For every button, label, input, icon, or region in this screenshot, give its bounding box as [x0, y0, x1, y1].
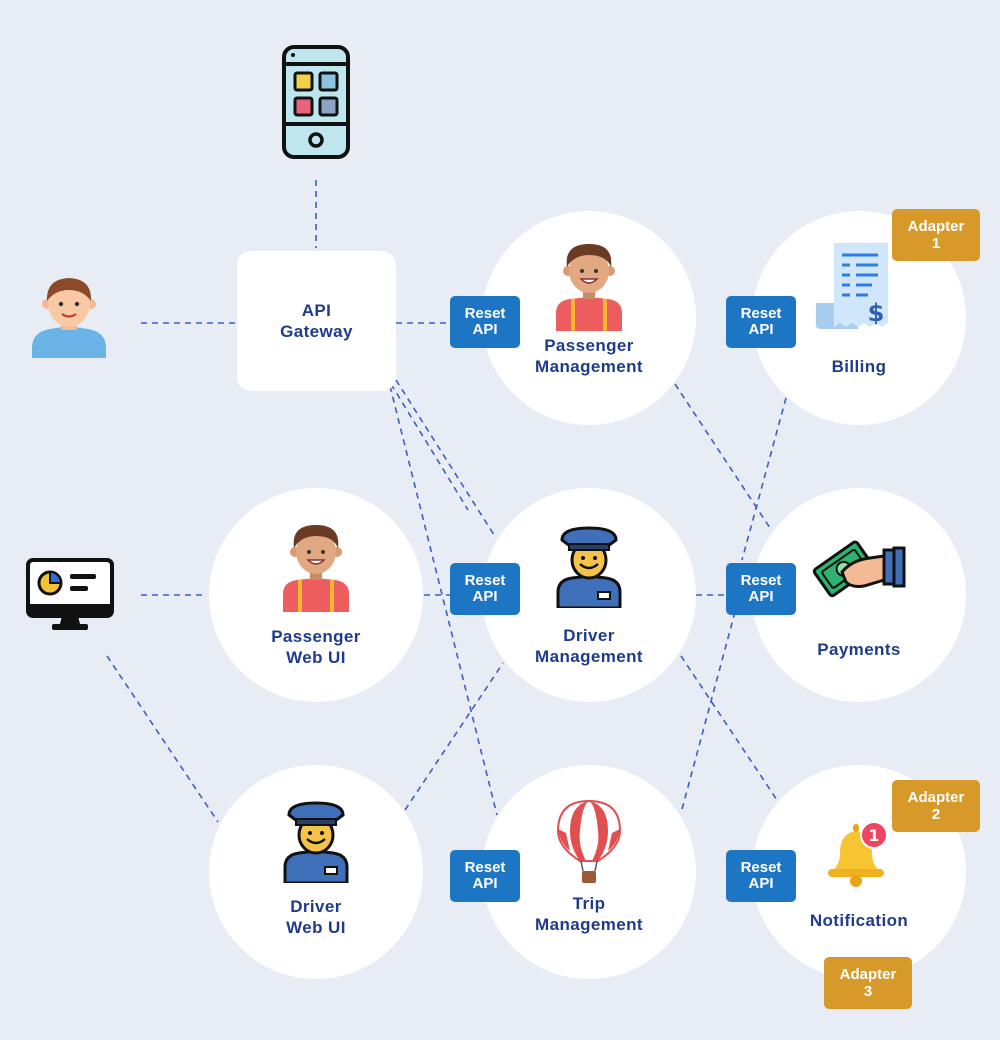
passenger-web-ui-node[interactable]: Passenger Web UI — [209, 488, 423, 702]
driver-web-ui-node[interactable]: Driver Web UI — [209, 765, 423, 979]
connector-gateway-driver-mgmt — [395, 379, 497, 539]
passenger-person-icon — [283, 524, 349, 612]
connector-gateway-driver-mgmt-2 — [390, 383, 469, 511]
user-avatar-icon — [32, 278, 106, 358]
driver-person-icon — [283, 801, 349, 883]
desktop-monitor-icon — [26, 558, 114, 630]
billing-label: Billing — [831, 357, 887, 376]
payments-api-badge[interactable]: Reset API — [726, 563, 796, 615]
connector-driver-mgmt-notification — [680, 655, 780, 804]
connector-desktop-driver-web — [106, 655, 219, 823]
api-gateway[interactable]: API Gateway — [237, 251, 396, 391]
driver-person-icon — [556, 526, 622, 608]
notification-api-badge[interactable]: Reset API — [726, 850, 796, 902]
cash-payment-icon — [812, 540, 906, 598]
passenger-person-icon — [556, 243, 622, 331]
passenger-management-api-badge[interactable]: Reset API — [450, 296, 520, 348]
billing-api-badge[interactable]: Reset API — [726, 296, 796, 348]
connector-passenger-mgmt-payments — [674, 383, 771, 529]
smartphone-icon — [282, 45, 350, 159]
trip-management-label: Trip Management — [535, 894, 643, 934]
driver-web-ui-label: Driver Web UI — [286, 897, 346, 937]
connector-billing-payments — [741, 397, 787, 561]
adapter-2-badge[interactable]: Adapter 2 — [892, 780, 980, 832]
driver-management-label: Driver Management — [535, 626, 643, 666]
adapter-1-badge[interactable]: Adapter 1 — [892, 209, 980, 261]
payments-label: Payments — [817, 640, 901, 659]
adapter-3-badge[interactable]: Adapter 3 — [824, 957, 912, 1009]
hot-air-balloon-icon — [556, 799, 622, 883]
trip-management-api-badge[interactable]: Reset API — [450, 850, 520, 902]
connector-driver-web-driver-mgmt — [404, 662, 504, 811]
svg-text:$: $ — [868, 299, 885, 327]
notification-label: Notification — [809, 911, 909, 930]
driver-management-node[interactable]: Driver Management — [482, 488, 696, 702]
passenger-web-ui-label: Passenger Web UI — [271, 627, 361, 667]
bell-icon: 1 — [828, 821, 888, 887]
api-gateway-label: API Gateway — [280, 301, 353, 341]
driver-management-api-badge[interactable]: Reset API — [450, 563, 520, 615]
passenger-management-label: Passenger Management — [535, 336, 643, 376]
connector-payments-trip — [680, 611, 736, 814]
connector-gateway-trip-mgmt — [389, 385, 498, 816]
notification-count: 1 — [868, 826, 879, 845]
receipt-icon: $ — [816, 243, 888, 329]
